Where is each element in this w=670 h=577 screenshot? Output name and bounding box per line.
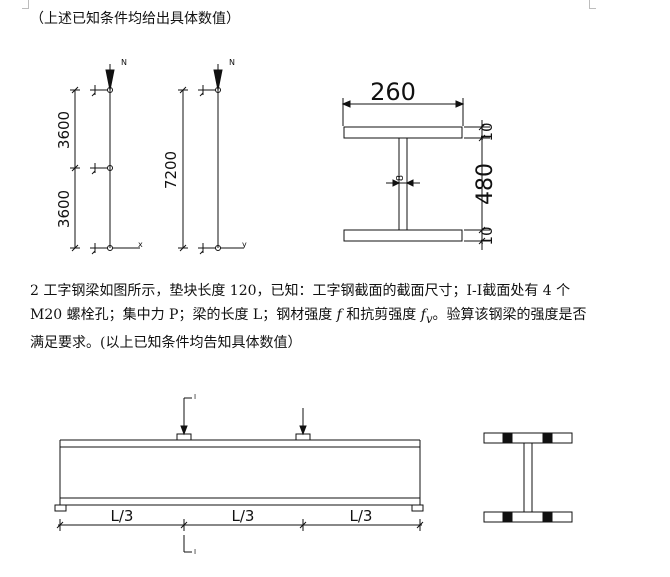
section-mark-bottom: I	[194, 548, 196, 556]
symbol-f: f	[336, 307, 342, 323]
section-web-height-label: 480	[473, 163, 498, 205]
column-a	[70, 64, 140, 255]
i-section-small	[483, 432, 573, 523]
column-a-dim-upper: 3600	[55, 111, 73, 149]
column-b-axis-label: y	[242, 240, 247, 249]
column-a-load-label: N	[121, 58, 127, 67]
page-corner-mark-right	[589, 0, 596, 9]
span-label-2: L/3	[232, 507, 255, 525]
span-label-3: L/3	[350, 507, 373, 525]
problem-line-2-part-c: 。验算该钢梁的强度是否	[432, 307, 587, 323]
section-width-label: 260	[370, 78, 416, 106]
beam	[54, 397, 424, 553]
i-section-large	[341, 98, 490, 250]
column-a-dim-lower: 3600	[55, 190, 73, 228]
section-flange-top-label: 10	[478, 122, 496, 141]
problem-line-2-part-b: 和抗剪强度	[341, 307, 421, 323]
column-a-axis-label: x	[138, 240, 143, 249]
column-b-dim-total: 7200	[162, 151, 180, 189]
column-b-load-label: N	[229, 58, 235, 67]
problem-line-3: 满足要求。(以上已知条件均告知具体数值）	[30, 334, 302, 351]
problem-line-2: M20 螺栓孔；集中力 P；梁的长度 L；钢材强度 f 和抗剪强度 fv。验算该…	[30, 303, 630, 331]
symbol-fv-subscript: v	[425, 311, 433, 326]
section-web-thickness-label: 8	[395, 175, 406, 181]
span-label-1: L/3	[111, 507, 134, 525]
page-corner-mark-left	[22, 0, 29, 9]
section-mark-top: I	[194, 393, 196, 401]
symbol-fv: f	[420, 307, 426, 323]
column-b	[178, 64, 244, 255]
problem-line-1: 2 工字钢梁如图所示，垫块长度 120，已知：工字钢截面的截面尺寸；Ⅰ-Ⅰ截面处…	[30, 283, 571, 299]
header-note: （上述已知条件均给出具体数值）	[30, 11, 240, 27]
problem-line-2-part-a: M20 螺栓孔；集中力 P；梁的长度 L；钢材强度	[30, 307, 337, 323]
problem-statement: 2 工字钢梁如图所示，垫块长度 120，已知：工字钢截面的截面尺寸；Ⅰ-Ⅰ截面处…	[30, 279, 630, 355]
section-flange-bottom-label: 10	[478, 226, 496, 245]
